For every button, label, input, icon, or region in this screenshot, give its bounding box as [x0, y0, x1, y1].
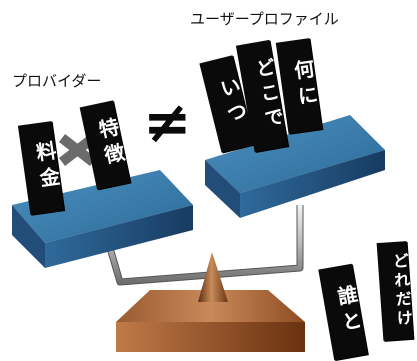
- right-pan: [205, 115, 385, 218]
- scale-base: [116, 290, 305, 352]
- left-pan: [12, 170, 193, 268]
- user-profile-label: ユーザープロファイル: [190, 10, 339, 28]
- not-equal-sign: ≠: [143, 88, 192, 156]
- scale-fulcrum: [198, 252, 228, 302]
- card-how-much: どれだけ: [376, 241, 414, 341]
- provider-label: プロバイダー: [12, 72, 102, 90]
